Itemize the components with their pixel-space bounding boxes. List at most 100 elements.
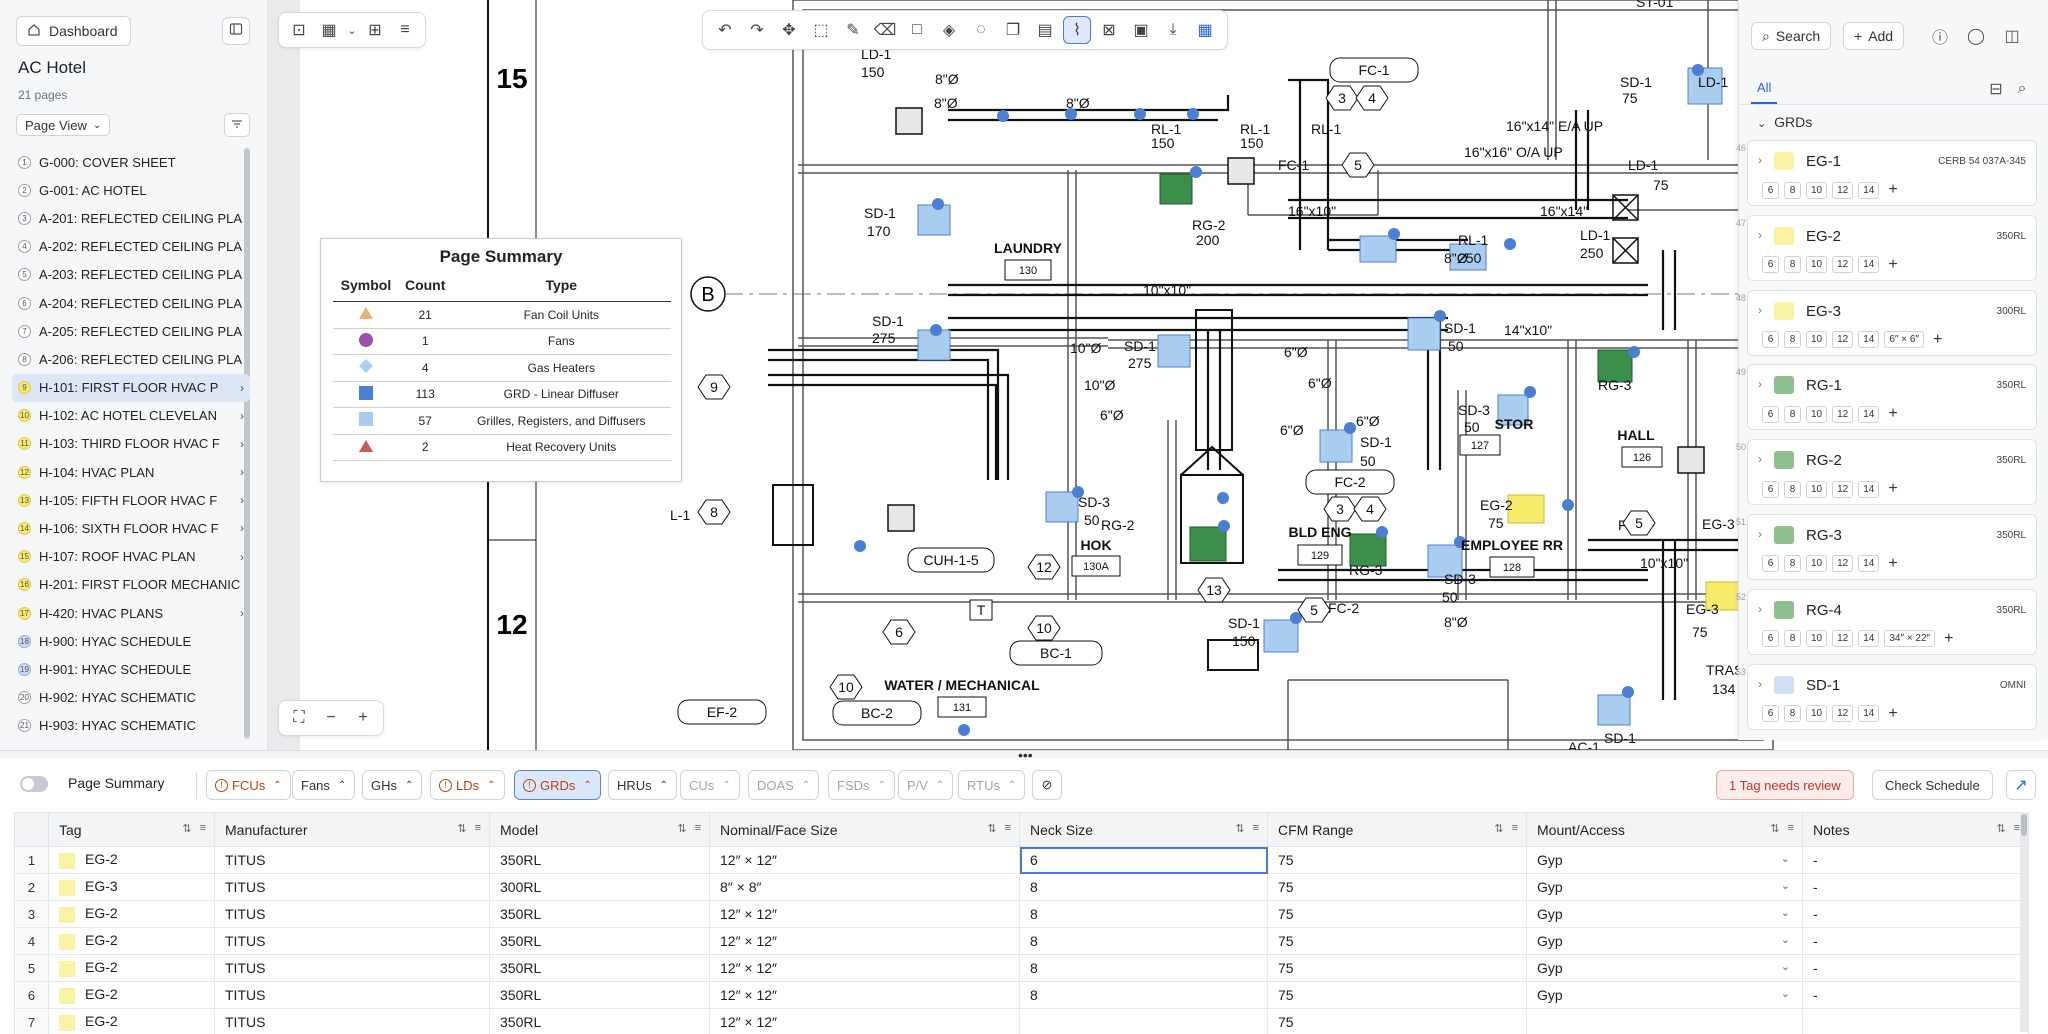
chevron-right-icon[interactable]: ›: [1758, 452, 1762, 467]
size-chip[interactable]: 6: [1762, 181, 1779, 199]
size-chip[interactable]: 12: [1832, 331, 1854, 349]
filter-pages-button[interactable]: [224, 113, 250, 137]
size-cell[interactable]: 12″ × 12″: [709, 846, 1020, 874]
zoom-out-button[interactable]: −: [317, 704, 345, 732]
filter-fcus[interactable]: !FCUs⌃: [206, 770, 291, 800]
notes-cell[interactable]: -: [1802, 900, 2029, 928]
page-list-scroll-thumb[interactable]: [244, 148, 250, 738]
size-chip[interactable]: 12: [1832, 705, 1854, 723]
zoom-in-button[interactable]: +: [349, 704, 377, 732]
size-chip[interactable]: 6: [1762, 630, 1779, 648]
sort-icon[interactable]: ⇅: [1770, 823, 1780, 835]
size-chip[interactable]: 12: [1832, 555, 1854, 573]
face-size-chip[interactable]: 34″ × 22″: [1884, 630, 1936, 648]
size-chip[interactable]: 8: [1784, 256, 1801, 274]
mfr-cell[interactable]: TITUS: [214, 927, 490, 955]
size-chip[interactable]: 14: [1858, 331, 1880, 349]
size-chip[interactable]: 8: [1784, 405, 1801, 423]
add-size-icon[interactable]: +: [1888, 181, 1898, 198]
chevron-right-icon[interactable]: ›: [240, 436, 244, 451]
mfr-cell[interactable]: TITUS: [214, 981, 490, 1009]
filter-doas[interactable]: DOAS⌃: [748, 770, 820, 800]
add-size-icon[interactable]: +: [1888, 554, 1898, 572]
chevron-right-icon[interactable]: ›: [240, 549, 244, 564]
size-chip[interactable]: 8: [1784, 480, 1801, 498]
panel-toggle-button[interactable]: ◫: [1999, 23, 2025, 49]
mount-cell[interactable]: Gyp⌄: [1526, 981, 1803, 1009]
sort-icon[interactable]: ⇅: [457, 823, 467, 835]
add-size-icon[interactable]: +: [1888, 405, 1898, 423]
cfm-cell[interactable]: 75: [1267, 900, 1527, 928]
size-cell[interactable]: 12″ × 12″: [709, 927, 1020, 955]
neck-cell[interactable]: 8: [1019, 981, 1268, 1009]
model-cell[interactable]: 350RL: [489, 927, 710, 955]
size-chip[interactable]: 14: [1858, 181, 1880, 199]
add-size-icon[interactable]: +: [1944, 629, 1954, 647]
size-chip[interactable]: 6: [1762, 331, 1779, 349]
eraser-tool-button[interactable]: ⌫: [871, 16, 899, 44]
column-header[interactable]: Model⇅≡: [489, 812, 710, 847]
cfm-cell[interactable]: 75: [1267, 846, 1527, 874]
filter-icon[interactable]: ≡: [1511, 822, 1518, 834]
rectangle-tool-button[interactable]: □: [903, 16, 931, 44]
chevron-down-icon[interactable]: ⌄: [1780, 961, 1790, 973]
filter-grds[interactable]: !GRDs⌃: [514, 770, 601, 800]
select-tool-button[interactable]: ⬚: [807, 16, 835, 44]
size-chip[interactable]: 14: [1858, 480, 1880, 498]
search-button[interactable]: ⌕ Search: [1751, 22, 1832, 50]
model-cell[interactable]: 350RL: [489, 954, 710, 982]
comment-tool-button[interactable]: ⊡: [285, 16, 313, 44]
archive-button[interactable]: ⊟: [1983, 76, 2009, 102]
add-size-icon[interactable]: +: [1932, 330, 1943, 348]
page-view-dropdown[interactable]: Page View ⌄: [16, 114, 111, 136]
notes-cell[interactable]: -: [1802, 846, 2029, 874]
save-button[interactable]: ▣: [1127, 16, 1155, 44]
chevron-down-icon[interactable]: ⌄: [1780, 907, 1790, 919]
sort-icon[interactable]: ⇅: [182, 823, 192, 835]
filter-icon[interactable]: ≡: [1252, 822, 1259, 834]
size-chip[interactable]: 12: [1832, 256, 1854, 274]
add-size-icon[interactable]: +: [1888, 480, 1898, 498]
size-cell[interactable]: 12″ × 12″: [709, 900, 1020, 928]
size-cell[interactable]: 12″ × 12″: [709, 1008, 1020, 1034]
cfm-cell[interactable]: 75: [1267, 981, 1527, 1009]
model-cell[interactable]: 350RL: [489, 846, 710, 874]
column-header[interactable]: Notes⇅≡: [1802, 812, 2029, 847]
open-external-button[interactable]: ↗: [2006, 770, 2036, 800]
add-button[interactable]: + Add: [1843, 22, 1905, 50]
size-chip[interactable]: 14: [1858, 630, 1880, 648]
filter-lds[interactable]: !LDs⌃: [430, 770, 505, 800]
size-chip[interactable]: 10: [1806, 331, 1828, 349]
sort-icon[interactable]: ⇅: [1996, 823, 2006, 835]
size-chip[interactable]: 8: [1784, 705, 1801, 723]
size-chip[interactable]: 12: [1832, 405, 1854, 423]
chevron-right-icon[interactable]: ›: [1758, 227, 1762, 242]
tag-cell[interactable]: EG-2: [48, 927, 215, 955]
download-button[interactable]: ⤓: [1159, 16, 1187, 44]
size-chip[interactable]: 14: [1858, 555, 1880, 573]
add-size-icon[interactable]: +: [1888, 255, 1898, 273]
column-header[interactable]: Mount/Access⇅≡: [1526, 812, 1803, 847]
size-cell[interactable]: 12″ × 12″: [709, 981, 1020, 1009]
menu-button[interactable]: ≡: [391, 16, 419, 44]
sidebar-toggle-button[interactable]: [222, 17, 250, 45]
size-cell[interactable]: 12″ × 12″: [709, 954, 1020, 982]
mount-cell[interactable]: Gyp⌄: [1526, 846, 1803, 874]
size-chip[interactable]: 14: [1858, 405, 1880, 423]
chevron-right-icon[interactable]: ›: [1758, 601, 1762, 616]
chevron-right-icon[interactable]: ›: [1758, 302, 1762, 317]
